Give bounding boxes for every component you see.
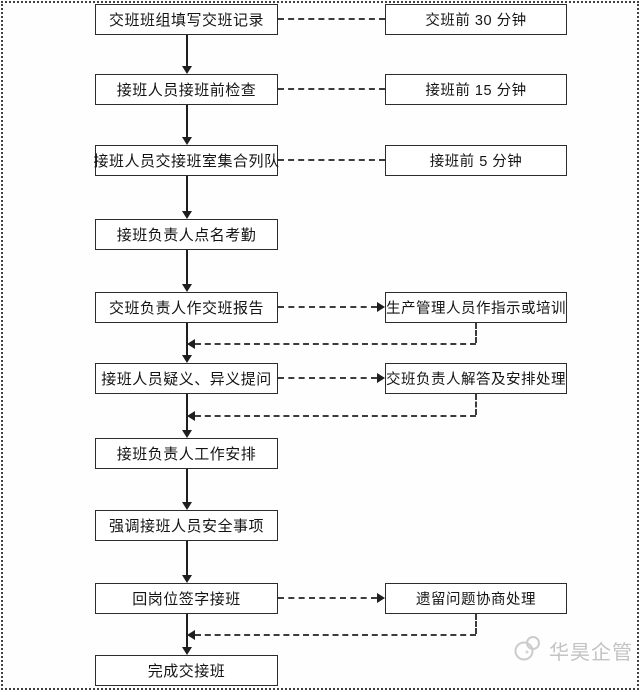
step-box-10: 完成交接班 bbox=[95, 655, 278, 686]
step-box-2: 接班人员接班前检查 bbox=[95, 74, 278, 105]
step-box-6: 接班人员疑义、异义提问 bbox=[95, 363, 278, 394]
step-box-4: 接班负责人点名考勤 bbox=[95, 219, 278, 250]
step-box-5: 交班负责人作交班报告 bbox=[95, 292, 278, 323]
side-note-label: 交班前 30 分钟 bbox=[425, 13, 527, 29]
step-label: 回岗位签字接班 bbox=[132, 591, 241, 608]
step-label: 强调接班人员安全事项 bbox=[108, 518, 264, 535]
side-note-box-3: 接班前 5 分钟 bbox=[385, 145, 567, 176]
watermark-logo-icon bbox=[512, 634, 544, 667]
step-label: 完成交接班 bbox=[147, 663, 226, 680]
watermark: 华昊企管 bbox=[512, 634, 633, 667]
watermark-text: 华昊企管 bbox=[549, 642, 633, 664]
side-note-label: 接班前 15 分钟 bbox=[425, 83, 527, 99]
side-note-box-1: 交班前 30 分钟 bbox=[385, 4, 567, 35]
side-note-label: 遗留问题协商处理 bbox=[416, 592, 536, 608]
side-note-label: 交班负责人解答及安排处理 bbox=[386, 372, 566, 388]
side-note-box-4: 生产管理人员作指示或培训 bbox=[385, 292, 567, 323]
step-box-9: 回岗位签字接班 bbox=[95, 583, 278, 614]
side-note-label: 生产管理人员作指示或培训 bbox=[386, 301, 566, 317]
side-note-label: 接班前 5 分钟 bbox=[429, 154, 523, 170]
step-box-1: 交班班组填写交班记录 bbox=[95, 4, 278, 35]
side-note-box-5: 交班负责人解答及安排处理 bbox=[385, 363, 567, 394]
step-label: 交班负责人作交班报告 bbox=[108, 300, 264, 317]
step-label: 接班负责人工作安排 bbox=[116, 446, 257, 463]
side-note-box-2: 接班前 15 分钟 bbox=[385, 74, 567, 105]
step-label: 接班人员交接班室集合列队 bbox=[93, 153, 280, 170]
dashed-connector-3 bbox=[278, 159, 385, 161]
step-box-8: 强调接班人员安全事项 bbox=[95, 510, 278, 541]
step-label: 接班负责人点名考勤 bbox=[116, 227, 257, 244]
step-box-3: 接班人员交接班室集合列队 bbox=[93, 145, 280, 176]
step-label: 接班人员疑义、异义提问 bbox=[101, 371, 272, 388]
step-label: 接班人员接班前检查 bbox=[116, 82, 257, 99]
step-box-7: 接班负责人工作安排 bbox=[95, 438, 278, 469]
step-label: 交班班组填写交班记录 bbox=[108, 12, 264, 29]
side-note-box-6: 遗留问题协商处理 bbox=[385, 583, 567, 614]
dashed-connector-1 bbox=[278, 18, 385, 20]
dashed-connector-2 bbox=[278, 88, 385, 90]
